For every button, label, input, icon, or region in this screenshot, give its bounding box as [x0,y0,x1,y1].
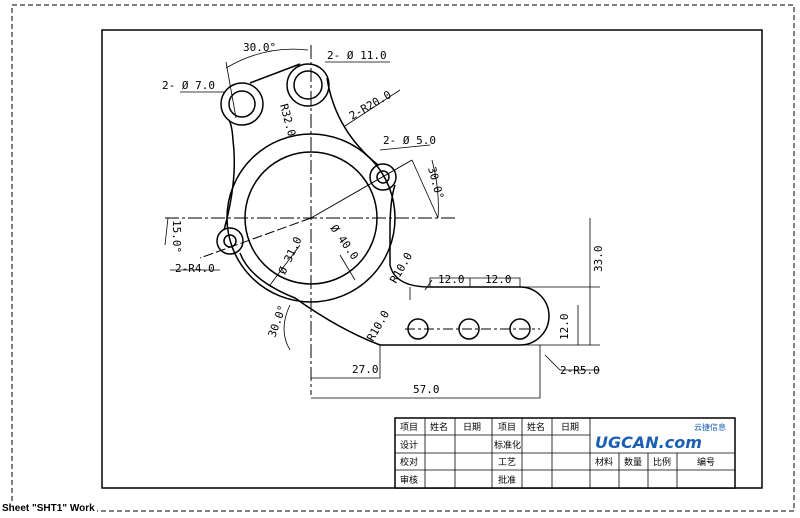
dim-width-27: 27.0 [352,363,379,376]
logo-text: UGCAN.com [595,433,702,452]
tb-check: 校对 [400,456,418,468]
dim-angle-top: 30.0° [243,41,276,54]
dim-height-33: 33.0 [592,246,605,273]
dim-spacing-2: 12.0 [485,273,512,286]
logo-cn: 云捷信息 [694,422,726,432]
tb-scale: 比例 [653,456,671,468]
dim-d40: Ø 40.0 [328,222,361,262]
tb-header-date: 日期 [463,422,481,433]
tb-review: 审核 [400,474,418,486]
dim-hole7: 2- Ø 7.0 [162,79,215,92]
dim-angle-left: 15.0° [170,220,183,253]
tb-header-name-2: 姓名 [527,421,545,433]
dim-spacing-1: 12.0 [438,273,465,286]
tb-header-project: 项目 [400,422,418,433]
dim-r20: 2-R20.0 [347,88,394,122]
tb-process: 工艺 [498,457,516,468]
dim-r4: 2-R4.0 [175,262,215,275]
part-geometry [164,45,600,399]
dim-r32: R32.0 [277,102,298,137]
dim-height-12: 12.0 [558,314,571,341]
dim-width-57: 57.0 [413,383,440,396]
dim-hole11: 2- Ø 11.0 [327,49,387,62]
dim-hole5: 2- Ø 5.0 [383,134,436,147]
dim-r10-lower: R10.0 [364,308,392,343]
tb-quantity: 数量 [624,456,642,468]
tb-standardization: 标准化 [494,439,521,451]
tb-material: 材料 [595,456,613,468]
sheet-border [11,4,795,512]
dim-d31: Ø 31.0 [276,235,305,277]
tb-number: 编号 [697,456,715,468]
dim-angle-bottom: 30.0° [266,303,290,339]
tb-header-date-2: 日期 [561,422,579,433]
dim-r5: 2-R5.0 [560,364,600,377]
tb-approve: 批准 [498,474,516,486]
tb-design: 设计 [400,439,418,451]
sheet-status-label: Sheet "SHT1" Work [2,503,97,514]
tb-header-project-2: 项目 [498,422,516,433]
title-block: 项目 姓名 日期 项目 姓名 日期 设计 标准化 校对 工艺 材料 数量 比例 … [394,417,736,489]
tb-header-name: 姓名 [430,421,448,433]
